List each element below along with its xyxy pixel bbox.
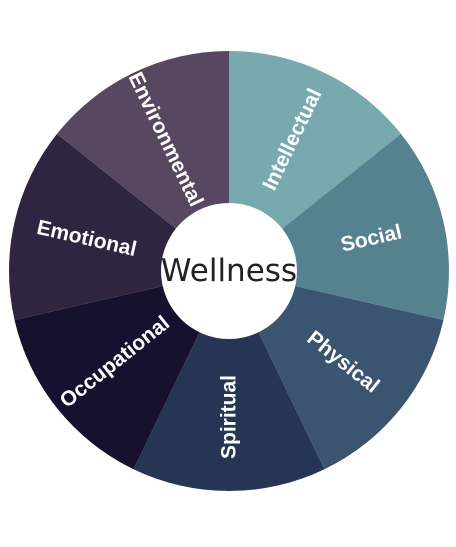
- segment-spiritual: [133, 271, 325, 491]
- segment-intellectual: [229, 51, 401, 271]
- center-circle: [161, 203, 297, 339]
- segment-label-spiritual: Spiritual: [218, 375, 241, 459]
- segment-environmental: [57, 51, 229, 271]
- segment-physical: [229, 271, 444, 470]
- center-label: Wellness: [161, 253, 297, 289]
- segment-occupational: [14, 271, 229, 470]
